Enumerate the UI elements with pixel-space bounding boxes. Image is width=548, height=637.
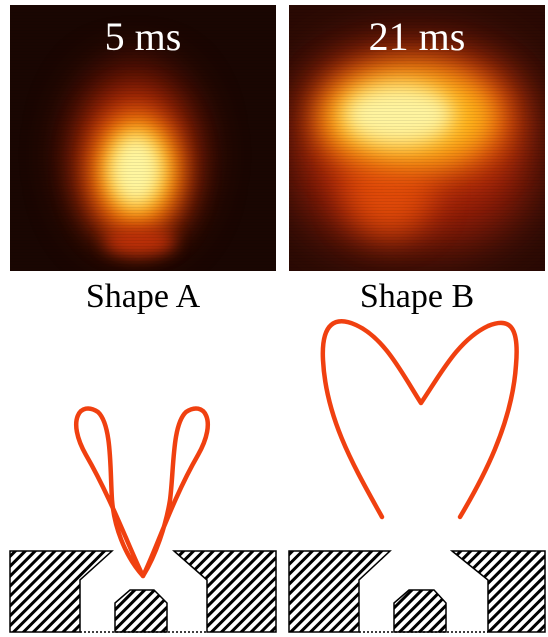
left-wall-a	[9, 550, 114, 633]
left-wall-b	[288, 550, 392, 633]
time-label-a: 5 ms	[104, 14, 182, 59]
right-wall-b	[449, 550, 546, 633]
right-wall-a	[172, 550, 277, 633]
flame-outline-b	[320, 319, 519, 520]
scanlines-b	[289, 5, 545, 271]
center-post-b	[393, 589, 447, 633]
flame-image-a: 5 ms	[10, 5, 276, 271]
shape-label-b: Shape B	[359, 278, 475, 315]
time-label-b: 21 ms	[368, 14, 466, 59]
flame-outline-a	[74, 406, 146, 579]
scanlines-a	[10, 5, 276, 271]
center-post-a	[114, 589, 168, 633]
flame-outline-a-right	[140, 406, 210, 579]
nozzle-walls-a	[9, 550, 277, 633]
nozzle-walls-b	[288, 550, 546, 633]
flame-image-b: 21 ms	[289, 5, 545, 271]
shape-label-a: Shape A	[85, 278, 201, 315]
flame-base-a	[105, 230, 175, 254]
flame-glow-core-a	[110, 135, 162, 205]
flame-glow-core-b	[344, 85, 454, 145]
